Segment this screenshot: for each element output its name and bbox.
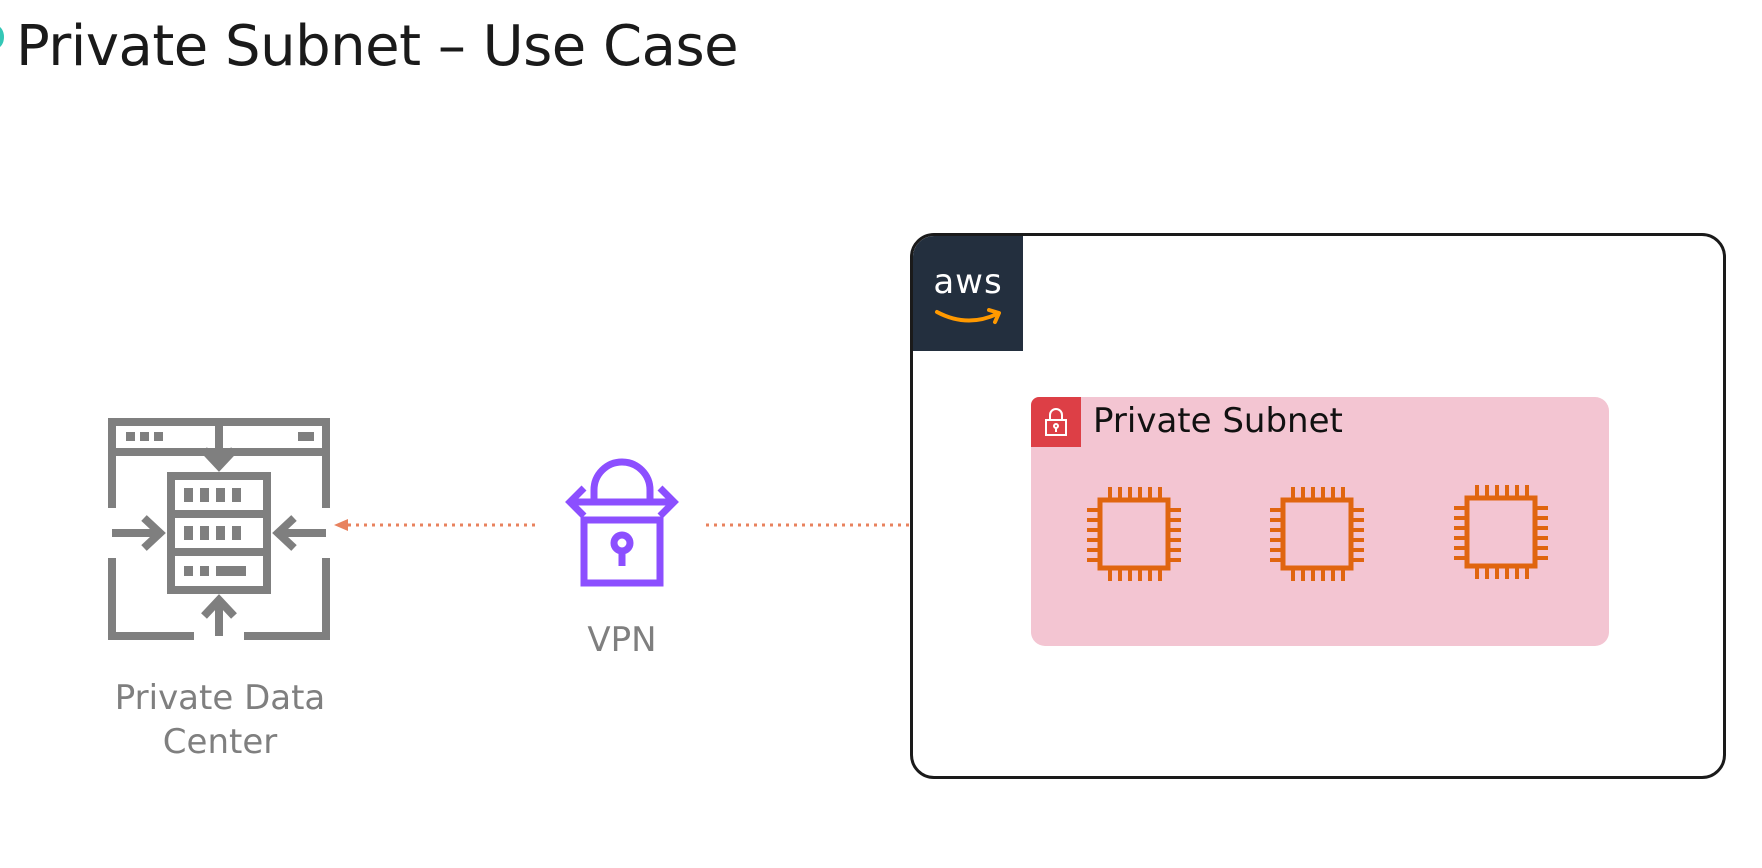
aws-smile-icon: [935, 308, 1001, 324]
aws-logo-text: aws: [933, 262, 1003, 302]
ec2-instance-chip-icon: [1454, 485, 1548, 579]
data-center-label-line2: Center: [162, 722, 278, 762]
page-title: Private Subnet – Use Case: [16, 14, 739, 79]
private-subnet-group: Private Subnet: [1031, 397, 1609, 646]
ec2-instance-chip-icon: [1087, 487, 1181, 581]
server-datacenter-icon: [108, 418, 330, 640]
data-center-label-line1: Private Data: [114, 678, 326, 718]
vpn-label: VPN: [587, 620, 657, 660]
private-subnet-label: Private Subnet: [1093, 401, 1343, 441]
aws-logo-badge: aws: [913, 236, 1023, 351]
lock-icon: [1045, 408, 1067, 436]
ec2-instance-chip-icon: [1270, 487, 1364, 581]
data-center-label: Private Data Center: [95, 676, 345, 764]
title-accent-dot: [0, 26, 4, 48]
connector-vpn-to-datacenter: [334, 519, 540, 531]
padlock-arrows-icon: [565, 458, 679, 587]
subnet-lock-badge: [1031, 397, 1081, 447]
